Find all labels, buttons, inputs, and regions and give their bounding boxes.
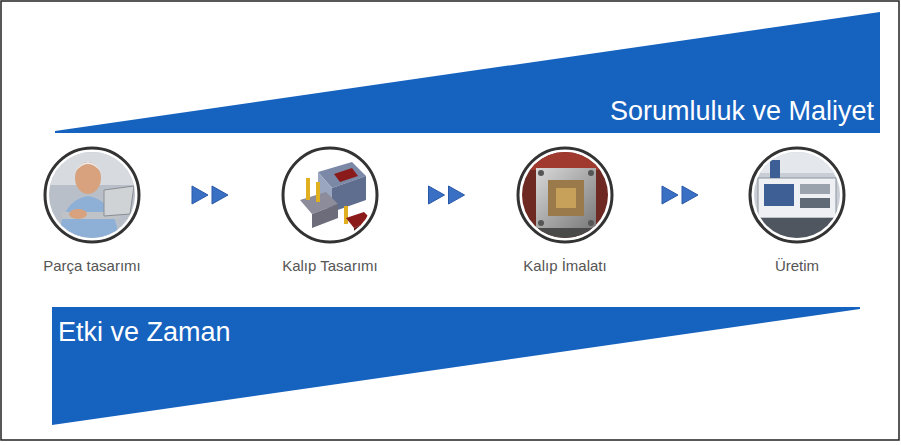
arrow-head — [192, 186, 208, 204]
step-label: Üretim — [717, 257, 877, 275]
arrow-head — [212, 186, 228, 204]
flow-arrow — [412, 186, 483, 204]
arrow-line — [412, 195, 483, 196]
wedge-label: Sorumluluk ve Maliyet — [610, 96, 874, 127]
arrow-head — [449, 186, 465, 204]
step-node: Kalıp İmalatı — [485, 147, 645, 282]
arrow-head — [429, 186, 445, 204]
step-label: Kalıp İmalatı — [485, 257, 645, 275]
mold-making-picture — [518, 148, 613, 243]
mold-design-picture — [283, 148, 378, 243]
wedge-fill — [55, 12, 880, 133]
wedge-fill — [52, 307, 860, 425]
flow-arrow — [174, 186, 248, 204]
wedge-label: Etki ve Zaman — [58, 317, 231, 348]
arrow-line — [647, 195, 715, 196]
step-label: Parça tasarımı — [12, 257, 172, 275]
arrow-head — [682, 186, 698, 204]
flow-arrow — [647, 186, 715, 204]
designer-picture — [45, 148, 140, 245]
step-node: Üretim — [717, 147, 877, 282]
cost-wedge: Sorumluluk ve Maliyet — [55, 12, 880, 133]
arrow-head — [662, 186, 678, 204]
step-node: Parça tasarımı — [12, 147, 172, 282]
production-picture — [750, 148, 845, 243]
arrow-line — [174, 195, 248, 196]
step-label: Kalıp Tasarımı — [250, 257, 410, 275]
step-node: Kalıp Tasarımı — [250, 147, 410, 282]
impact-wedge: Etki ve Zaman — [52, 307, 860, 425]
